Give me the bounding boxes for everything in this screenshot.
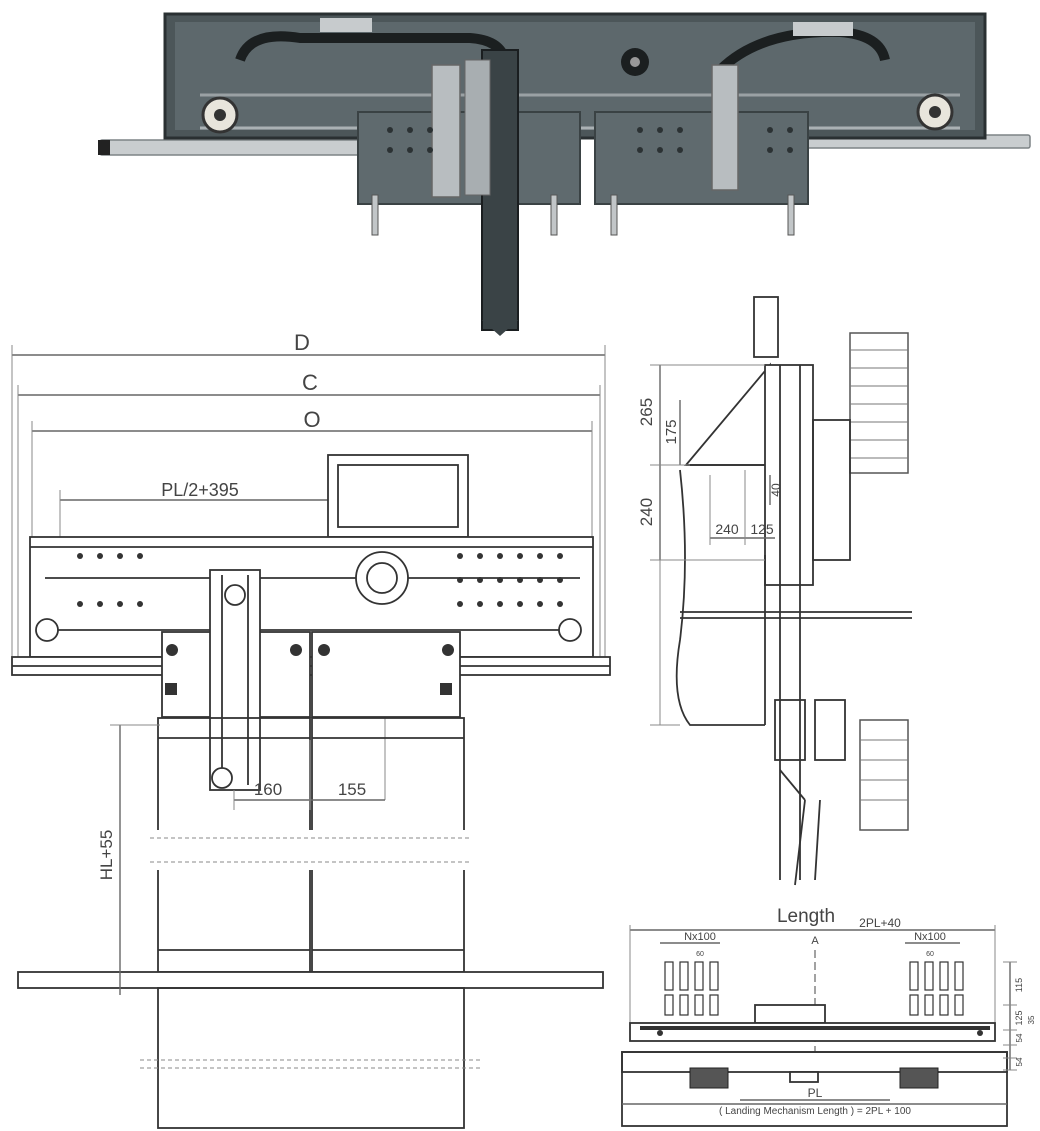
dim-d-label: D <box>294 330 310 355</box>
dim-40-label: 40 <box>769 483 783 497</box>
landing-60-left: 60 <box>696 951 704 958</box>
side-view: 265 175 240 240 125 40 <box>637 296 912 886</box>
landing-footer: ( Landing Mechanism Length ) = 2PL + 100 <box>719 1106 911 1117</box>
landing-right-n: Nx100 <box>914 931 946 943</box>
landing-v35: 35 <box>1027 1015 1036 1024</box>
landing-pl: PL <box>808 1086 823 1100</box>
landing-length-title: Length <box>777 906 835 927</box>
dim-265-label: 265 <box>637 398 656 426</box>
landing-v54b: 54 <box>1015 1057 1024 1066</box>
dim-125-label: 125 <box>750 521 774 537</box>
dim-240h-label: 240 <box>715 521 739 537</box>
landing-center-a: A <box>811 935 819 947</box>
dim-o-label: O <box>303 407 320 432</box>
landing-v115: 115 <box>1014 978 1024 992</box>
front-view: D C O PL/2+395 <box>11 330 611 1129</box>
dim-240v-label: 240 <box>637 498 656 526</box>
dim-c-label: C <box>302 370 318 395</box>
landing-left-n: Nx100 <box>684 931 716 943</box>
landing-60-right: 60 <box>926 951 934 958</box>
operator-photo <box>98 12 1031 336</box>
landing-total-label: 2PL+40 <box>859 916 901 930</box>
dim-pl-label: PL/2+395 <box>161 480 239 500</box>
dim-160-label: 160 <box>254 780 282 799</box>
dim-155-label: 155 <box>338 780 366 799</box>
dim-hl-label: HL+55 <box>97 830 116 881</box>
landing-v54: 54 <box>1015 1033 1024 1042</box>
landing-view: Length 2PL+40 Nx100 Nx100 A 60 60 <box>621 906 1036 1127</box>
landing-v125: 125 <box>1014 1010 1024 1025</box>
dim-175-label: 175 <box>663 419 680 444</box>
